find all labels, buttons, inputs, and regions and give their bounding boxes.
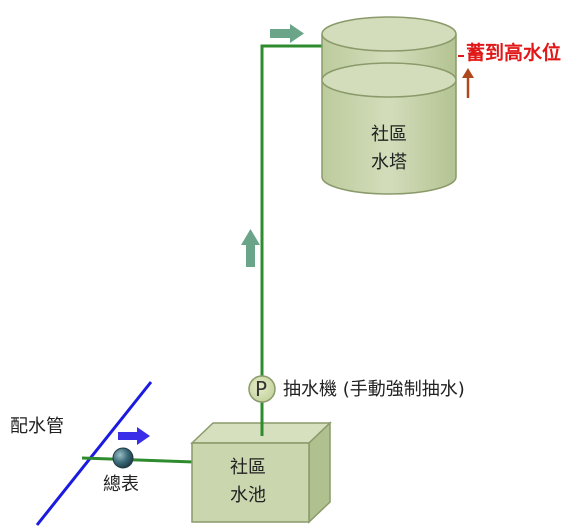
reservoir-label-line1: 社區 (230, 457, 266, 478)
main-distribution-pipe (35, 381, 153, 526)
flow-right-arrow-icon (270, 24, 304, 43)
inflow-arrow-icon (118, 427, 150, 445)
water-level-surface (321, 62, 457, 98)
community-water-tower (321, 16, 457, 195)
pump-label: 抽水機 (手動強制抽水) (283, 379, 465, 400)
level-up-arrow-icon (462, 68, 474, 98)
water-tower-label-line2: 水塔 (371, 152, 407, 173)
community-reservoir (190, 421, 332, 524)
high-level-label: 蓄到高水位 (466, 42, 562, 64)
water-tower-label-line1: 社區 (371, 124, 407, 145)
branch-pipe (81, 456, 195, 464)
main-pipe-label: 配水管 (10, 416, 64, 437)
reservoir-label-line2: 水池 (230, 485, 266, 506)
pump-icon (248, 375, 276, 403)
pump-symbol: P (255, 377, 268, 401)
flow-up-arrow-icon (241, 229, 260, 267)
master-meter-icon (112, 447, 134, 469)
riser-pipe (260, 44, 322, 436)
master-meter-label: 總表 (103, 474, 139, 495)
